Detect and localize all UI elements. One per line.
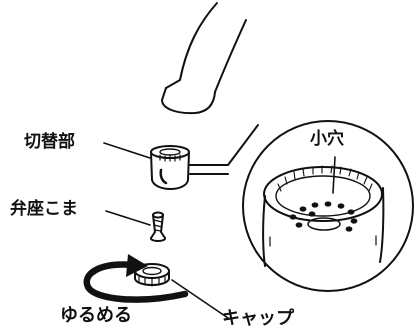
leader-lines [103,142,336,319]
loosen-label: ゆるめる [60,305,132,326]
small-holes-label: 小穴 [310,129,344,149]
loosen-arrow [83,254,189,303]
switch-part-label: 切替部 [24,132,75,152]
cap-label: キャップ [222,308,294,329]
valve-seat-piece-label: 弁座こま [10,199,78,219]
switch-part-drawing [150,145,190,190]
zoom-callout [189,120,414,292]
cap-drawing [134,263,170,287]
valve-seat-piece-drawing [150,211,166,242]
faucet-spout [161,2,247,115]
small-holes [289,201,358,232]
